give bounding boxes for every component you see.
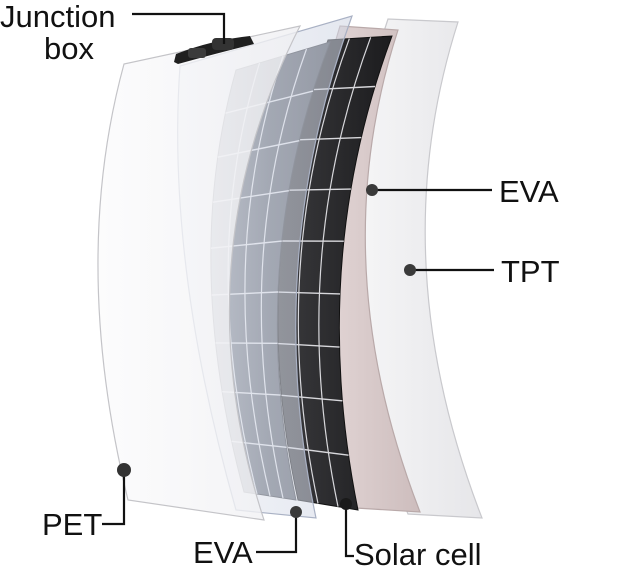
dot-solar-cell xyxy=(340,498,352,510)
label-solar-cell: Solar cell xyxy=(354,540,482,570)
dot-eva-bottom xyxy=(290,506,302,518)
leader-junction-box xyxy=(132,14,224,44)
label-tpt: TPT xyxy=(501,257,560,287)
dot-tpt xyxy=(404,264,416,276)
label-eva-bottom: EVA xyxy=(193,538,253,568)
label-eva-right: EVA xyxy=(499,177,559,207)
leader-pet xyxy=(102,470,124,524)
dot-pet xyxy=(117,463,131,477)
label-pet: PET xyxy=(42,510,102,540)
leader-solar-cell xyxy=(346,504,354,556)
dot-eva-right xyxy=(366,184,378,196)
label-box: box xyxy=(44,34,94,64)
label-junction: Junction xyxy=(0,2,115,32)
